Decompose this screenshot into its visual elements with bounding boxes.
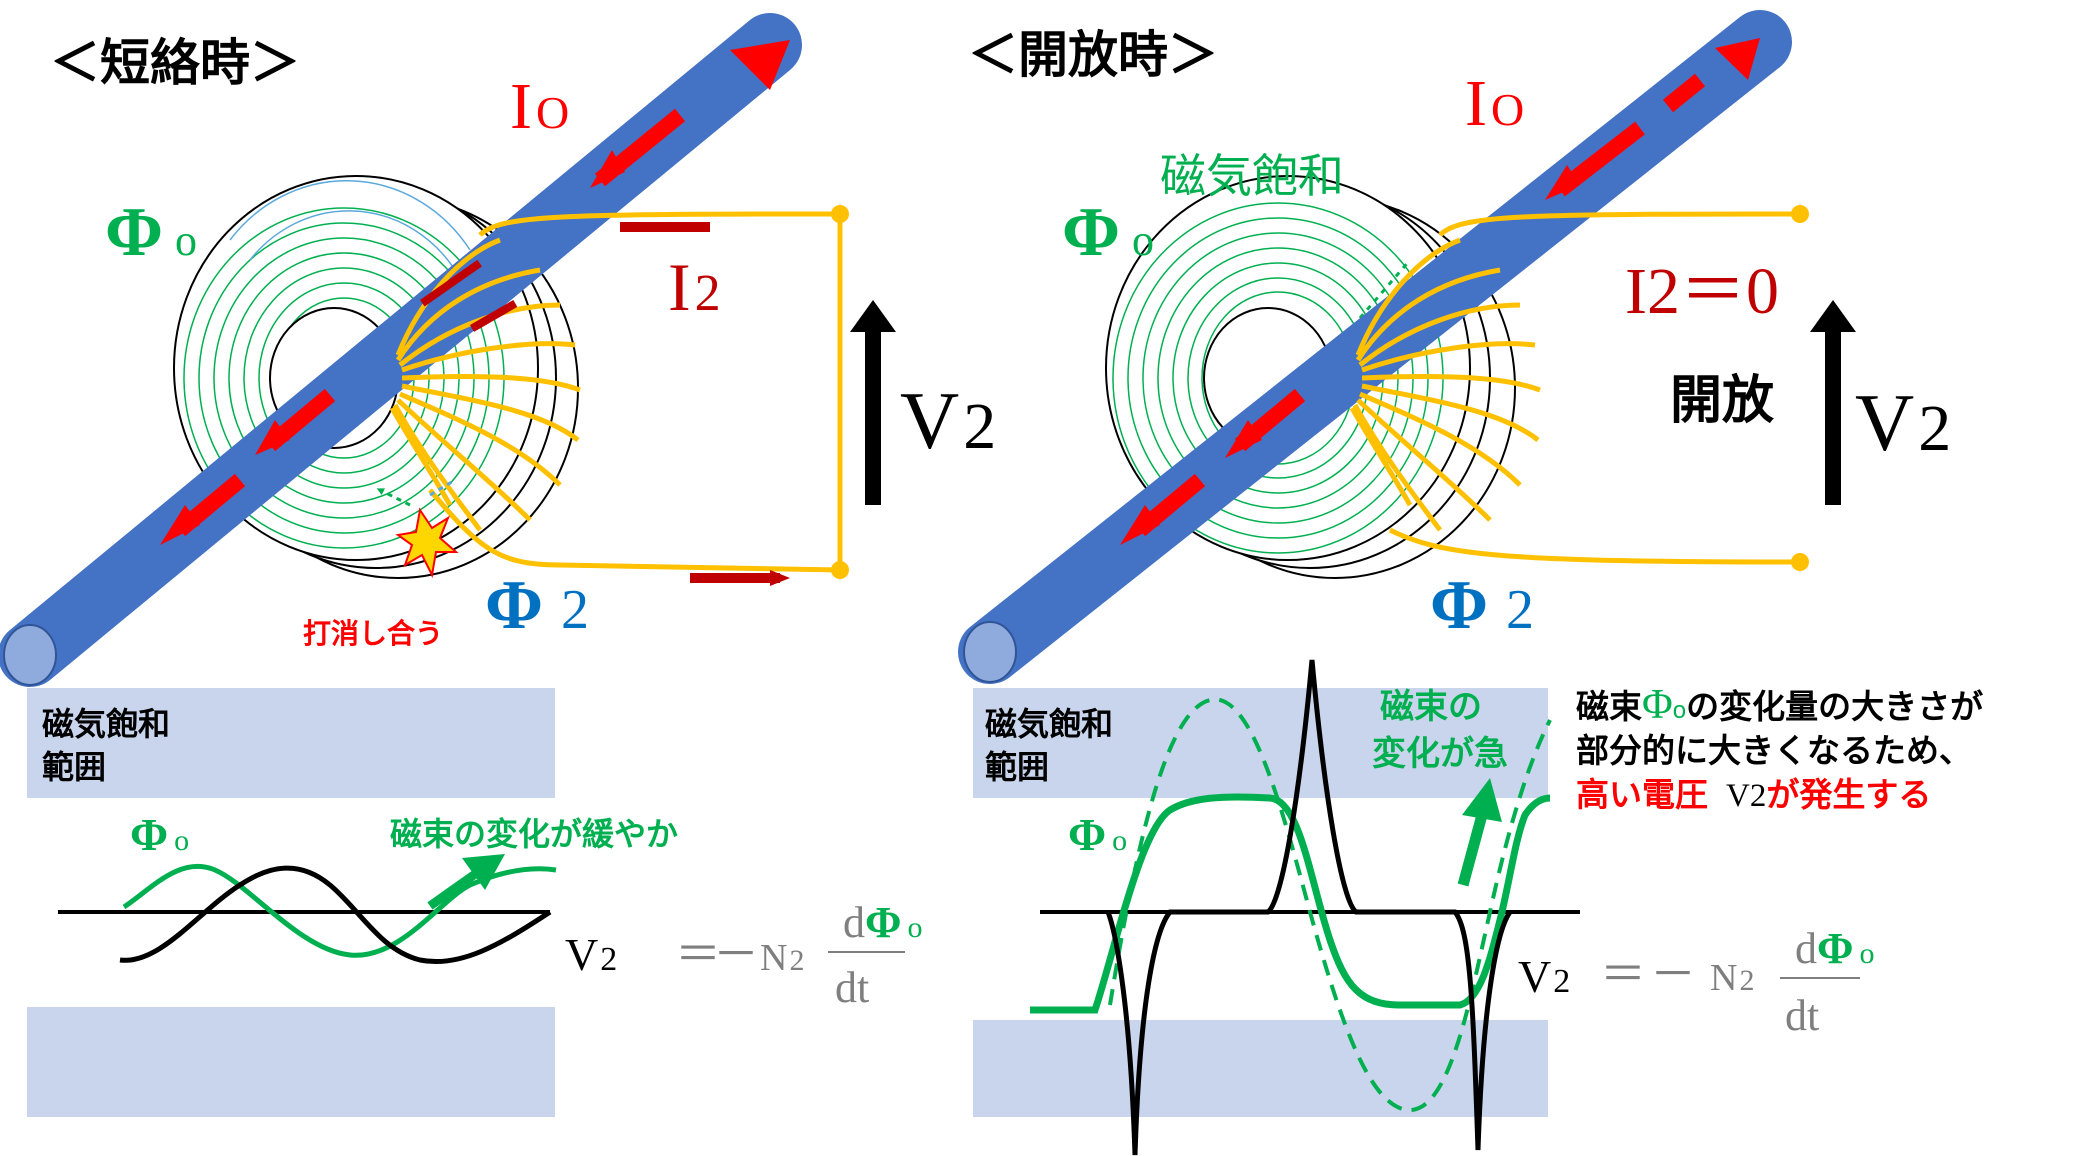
left-saturation-label-2: 範囲	[42, 749, 106, 785]
svg-text:－: －	[1650, 949, 1696, 1000]
right-v2-label: V2	[1855, 377, 1951, 468]
svg-text:dt: dt	[1785, 991, 1819, 1040]
left-slow-change-arrow	[427, 854, 505, 910]
left-saturation-band-bottom	[27, 1007, 555, 1117]
left-i2-label: I2	[668, 249, 721, 325]
right-rod	[958, 10, 1792, 684]
right-phi-o-wave	[1030, 793, 1551, 1014]
right-coil	[1349, 205, 1809, 571]
right-saturation-label: 磁気飽和	[1160, 151, 1344, 202]
svg-text:－: －	[713, 929, 759, 980]
left-v2-label: V2	[900, 375, 996, 466]
right-saturation-band-bottom	[973, 1020, 1548, 1117]
left-phi2-rings	[229, 180, 471, 271]
svg-text:N2: N2	[760, 937, 804, 979]
right-v2-wave	[1105, 659, 1513, 1156]
left-i2-arrows	[420, 222, 790, 586]
svg-text:＝: ＝	[1600, 949, 1646, 1000]
right-saturation-band-top	[973, 688, 1548, 798]
right-i2-label: I2＝0	[1625, 255, 1779, 328]
svg-text:dΦo: dΦo	[1795, 924, 1874, 973]
svg-text:N2: N2	[1710, 957, 1754, 999]
right-saturation-label-1: 磁気飽和	[985, 706, 1113, 742]
right-open-label: 開放	[1670, 372, 1774, 430]
left-saturation-band-top	[27, 688, 555, 798]
right-title: ＜開放時＞	[968, 27, 1218, 83]
left-v2-wave	[119, 865, 552, 965]
right-rapid-change-arrow	[1457, 778, 1502, 887]
right-v2-arrow	[1810, 300, 1856, 505]
left-panel: ＜短絡時＞	[0, 13, 996, 1117]
svg-text:dΦo: dΦo	[843, 898, 922, 947]
left-rod	[0, 13, 802, 687]
right-io-label: IO	[1465, 67, 1524, 140]
svg-text:＝: ＝	[675, 929, 721, 980]
right-dashed-sine	[1108, 697, 1552, 1113]
left-io-label: IO	[510, 70, 569, 143]
right-saturation-label-2: 範囲	[985, 749, 1049, 785]
left-saturation-label-1: 磁気飽和	[42, 706, 170, 742]
right-rapid-label-2: 変化が急	[1372, 734, 1508, 773]
right-rapid-label-1: 磁束の	[1380, 688, 1482, 726]
svg-text:V2: V2	[565, 929, 617, 980]
left-coil	[389, 205, 849, 579]
svg-text:V2: V2	[1518, 951, 1570, 1002]
left-cancel-note: 打消し合う	[303, 617, 443, 649]
left-cancel-spark	[376, 478, 459, 579]
left-title: ＜短絡時＞	[50, 35, 300, 91]
svg-text:磁束Φoの変化量の大きさが: 磁束Φoの変化量の大きさが	[1576, 682, 1983, 728]
svg-text:dt: dt	[835, 963, 869, 1012]
left-v2-arrow	[850, 300, 896, 505]
svg-text:部分的に大きくなるため、: 部分的に大きくなるため、	[1576, 732, 1972, 769]
left-slow-change-label: 磁束の変化が緩やか	[390, 816, 678, 852]
right-panel: ＜開放時＞	[958, 10, 1983, 1156]
